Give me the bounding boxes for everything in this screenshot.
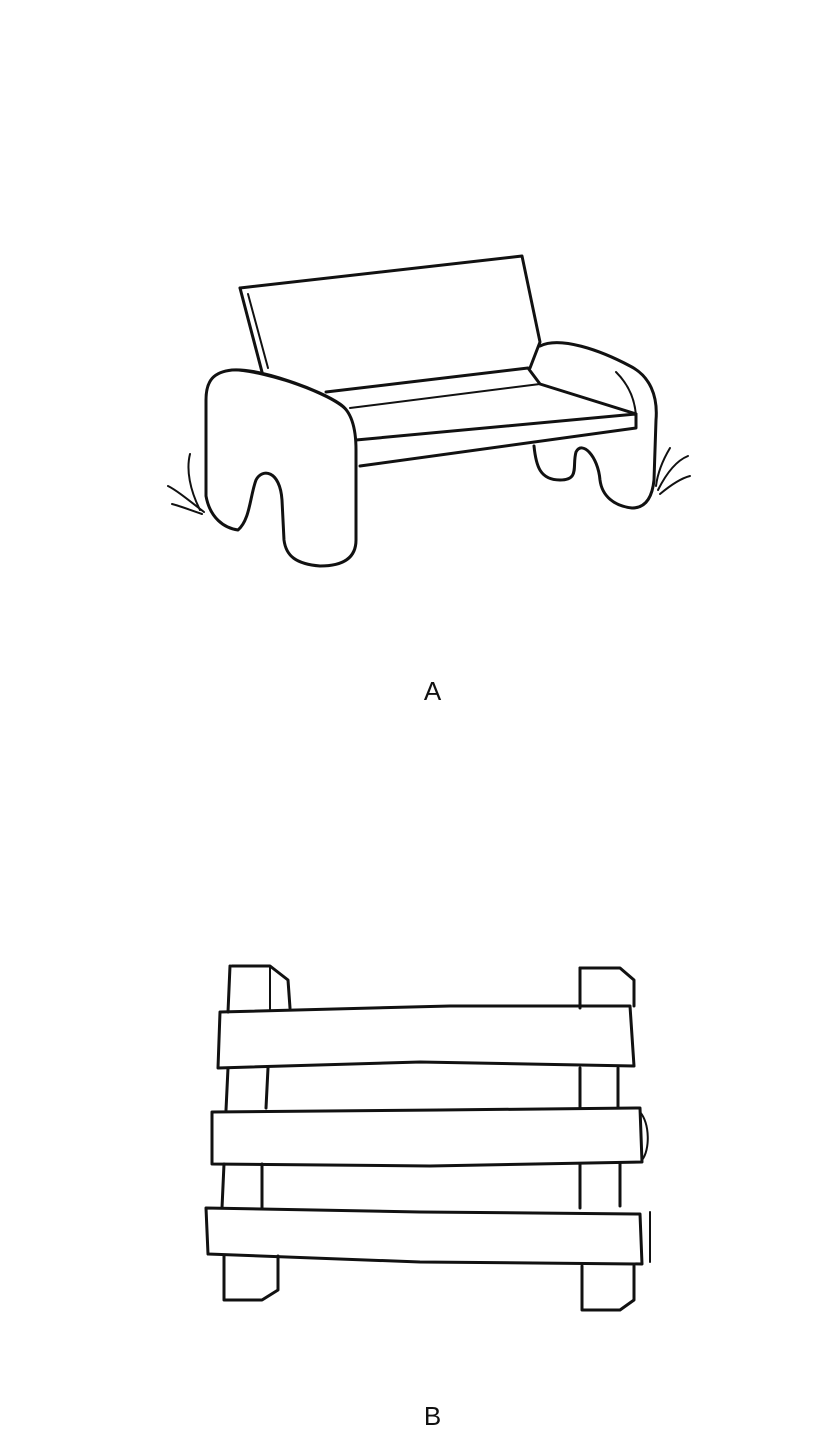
fence-drawing [204, 964, 651, 1312]
figure-a [0, 230, 840, 580]
bench-drawing [167, 254, 691, 568]
figure-b-label: B [423, 1401, 442, 1431]
figure-b [0, 955, 840, 1320]
figure-a-label: A [423, 676, 442, 706]
